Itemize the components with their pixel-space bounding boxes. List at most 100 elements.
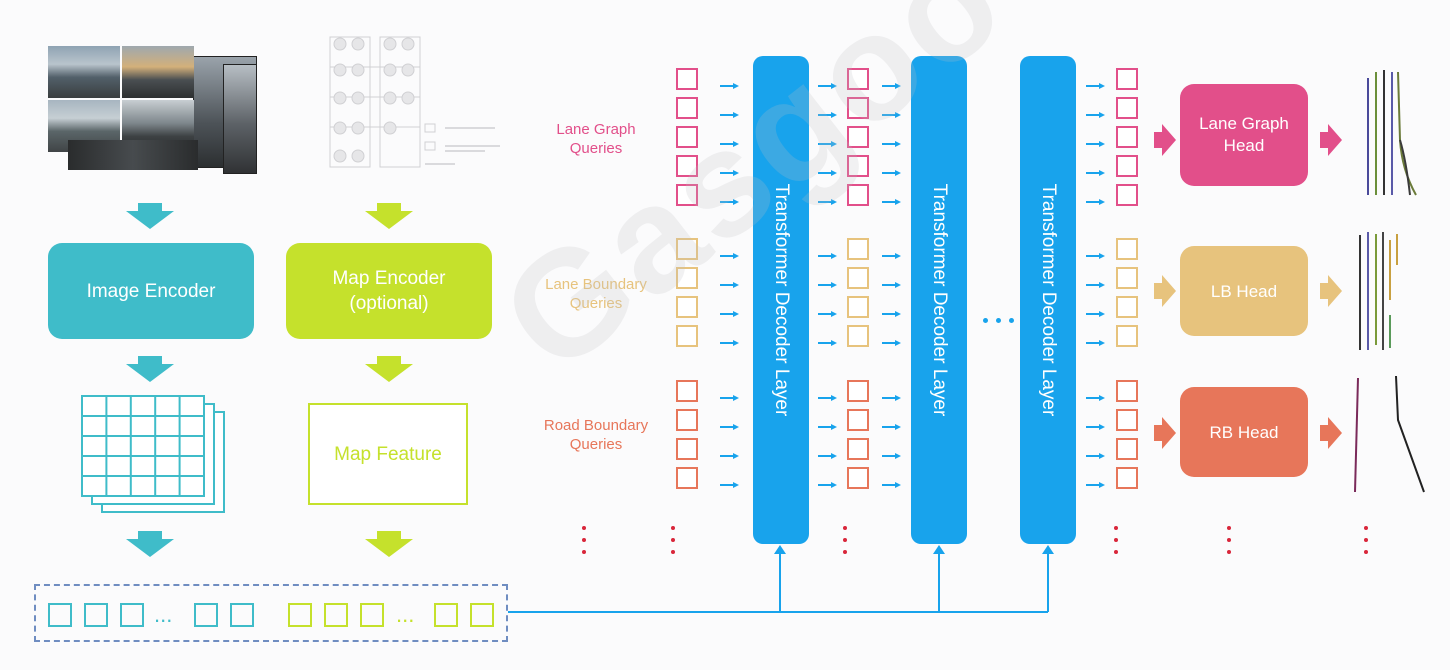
token-ellipsis: ... [396, 602, 415, 627]
arrow-right-icon [720, 446, 740, 459]
query-token [847, 238, 869, 260]
down-arrow-icon [126, 531, 174, 557]
lb-head-label: LB Head [1210, 281, 1278, 301]
arrow-right-icon [720, 417, 740, 430]
query-token [1116, 238, 1138, 260]
arrow-right-icon [720, 475, 740, 488]
query-token [847, 68, 869, 90]
query-token [847, 267, 869, 289]
query-token [1116, 467, 1138, 489]
arrow-right-icon [818, 192, 838, 205]
more-dots [1364, 526, 1368, 556]
query-token [676, 184, 698, 206]
token-sequence: ... ... [34, 584, 508, 642]
query-token [676, 68, 698, 90]
query-token [676, 380, 698, 402]
arrow-right-icon [720, 388, 740, 401]
arrow-right-icon [882, 163, 902, 176]
query-token [1116, 126, 1138, 148]
arrow-right-icon [882, 105, 902, 118]
decoder-layer-2: Transformer Decoder Layer [911, 56, 967, 544]
query-token [1116, 380, 1138, 402]
query-token [847, 409, 869, 431]
more-dots [843, 526, 847, 556]
query-token [1116, 325, 1138, 347]
down-arrow-icon [126, 203, 174, 229]
lane-graph-head: Lane Graph Head [1180, 84, 1308, 186]
arrow-right-icon [720, 275, 740, 288]
right-arrow-icon [1154, 124, 1176, 156]
arrow-right-icon [818, 105, 838, 118]
arrow-right-icon [720, 246, 740, 259]
arrow-right-icon [1086, 304, 1106, 317]
arrow-right-icon [818, 134, 838, 147]
arrow-right-icon [882, 333, 902, 346]
arrow-right-icon [818, 304, 838, 317]
query-token [1116, 97, 1138, 119]
arrow-right-icon [720, 134, 740, 147]
rb-head-label: RB Head [1209, 422, 1279, 442]
lane-graph-queries-label: Lane Graph Queries [556, 121, 636, 157]
token-ellipsis: ... [154, 602, 173, 627]
query-token [676, 438, 698, 460]
arrow-right-icon [818, 475, 838, 488]
rb-head: RB Head [1180, 387, 1308, 477]
arrow-right-icon [882, 475, 902, 488]
arrow-right-icon [1086, 446, 1106, 459]
more-dots [582, 526, 586, 556]
memory-connectors [508, 545, 1054, 613]
arrow-right-icon [1086, 163, 1106, 176]
arrow-right-icon [882, 275, 902, 288]
arrow-right-icon [882, 246, 902, 259]
more-dots [671, 526, 675, 556]
arrow-right-icon [1086, 192, 1106, 205]
image-encoder-label: Image Encoder [86, 280, 216, 302]
image-encoder-box: Image Encoder [48, 243, 254, 339]
down-arrow-icon [365, 531, 413, 557]
down-arrow-icon [365, 203, 413, 229]
right-arrow-icon [1154, 275, 1176, 307]
query-token [847, 438, 869, 460]
right-arrow-icon [1320, 275, 1342, 307]
arrow-right-icon [720, 192, 740, 205]
arrow-right-icon [1086, 76, 1106, 89]
arrow-right-icon [720, 304, 740, 317]
map-feature-box: Map Feature [308, 403, 468, 505]
arrow-right-icon [882, 417, 902, 430]
camera-images [48, 42, 260, 174]
map-graph-icon [329, 36, 500, 168]
query-token [847, 380, 869, 402]
head-outputs [1154, 70, 1425, 493]
arrow-right-icon [818, 417, 838, 430]
query-token [847, 97, 869, 119]
query-token [847, 325, 869, 347]
query-token [847, 126, 869, 148]
lane-boundary-queries-label: Lane Boundary Queries [545, 276, 647, 312]
arrow-right-icon [882, 388, 902, 401]
down-arrow-icon [126, 356, 174, 382]
image-feature-grid [81, 395, 225, 513]
down-arrows [126, 203, 413, 557]
query-token [1116, 438, 1138, 460]
arrow-right-icon [720, 333, 740, 346]
arrow-right-icon [1086, 417, 1106, 430]
query-token [847, 467, 869, 489]
arrow-right-icon [818, 446, 838, 459]
right-arrow-icon [1154, 417, 1176, 449]
arrow-right-icon [818, 333, 838, 346]
arrow-right-icon [882, 134, 902, 147]
query-token [676, 296, 698, 318]
arrow-right-icon [1086, 388, 1106, 401]
arrow-right-icon [1086, 275, 1106, 288]
decoder-label: Transformer Decoder Layer [929, 183, 950, 417]
query-token [676, 409, 698, 431]
query-token [676, 155, 698, 177]
arrow-right-icon [1086, 333, 1106, 346]
query-token [1116, 409, 1138, 431]
map-encoder-box: Map Encoder (optional) [286, 243, 492, 339]
arrow-right-icon [818, 388, 838, 401]
arrow-right-icon [720, 105, 740, 118]
query-token [676, 267, 698, 289]
map-feature-label: Map Feature [334, 443, 442, 465]
